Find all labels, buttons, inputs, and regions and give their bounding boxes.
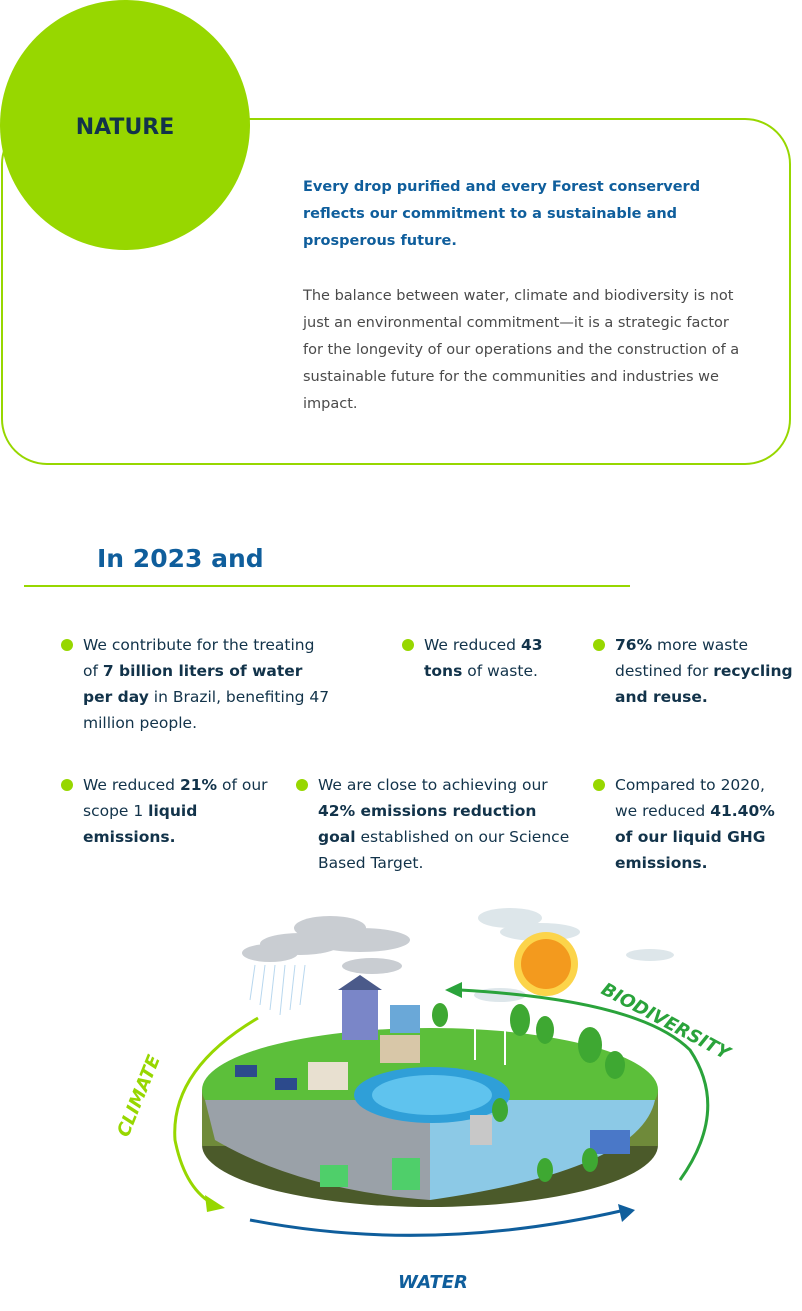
rain-icon xyxy=(249,964,306,1016)
section-title: In 2023 and xyxy=(97,544,264,573)
stat-highlight: liquid emissions. xyxy=(83,802,198,846)
bullet-dot-icon xyxy=(593,639,605,651)
bullet-dot-icon xyxy=(61,779,73,791)
solar-panel-icon xyxy=(235,1065,297,1090)
stat-text: more waste destined for xyxy=(615,636,748,680)
stat-text: of our scope 1 xyxy=(83,776,268,820)
water-label: WATER xyxy=(398,1272,468,1293)
stat-item: We are close to achieving our 42% emissi… xyxy=(296,772,576,876)
nature-lead-text: Every drop purified and every Forest con… xyxy=(303,179,701,249)
bullet-dot-icon xyxy=(593,779,605,791)
nature-badge: NATURE xyxy=(0,0,250,250)
nature-body-text: The balance between water, climate and b… xyxy=(303,288,740,412)
environment-cycle-illustration: CLIMATE BIODIVERSITY WATER xyxy=(113,908,735,1293)
bullet-dot-icon xyxy=(61,639,73,651)
stat-text: We reduced xyxy=(83,776,180,794)
stat-highlight: 76% xyxy=(615,636,653,654)
tree-icon xyxy=(432,1003,625,1182)
stat-highlight: 21% xyxy=(179,776,218,794)
cycle-arrows xyxy=(173,982,710,1237)
cloud-icon xyxy=(242,916,410,974)
stat-highlight: 43 tons xyxy=(424,636,543,680)
climate-label: CLIMATE xyxy=(113,1052,165,1140)
section-divider xyxy=(24,585,630,587)
wind-turbine-icon xyxy=(474,1015,506,1065)
buildings xyxy=(308,975,630,1190)
stat-highlight: 42% emissions reduction goal xyxy=(318,802,537,846)
stat-text: We are close to achieving our xyxy=(318,776,548,794)
stat-highlight: 7 billion liters of water per day xyxy=(83,662,303,706)
stat-item: We reduced 43 tons of waste. xyxy=(402,632,544,684)
nature-badge-label: NATURE xyxy=(75,114,175,140)
cloud-icon xyxy=(474,908,674,1002)
bullet-dot-icon xyxy=(402,639,414,651)
stat-text: We reduced xyxy=(424,636,521,654)
stat-highlight: 41.40% of our liquid GHG emissions. xyxy=(615,802,775,872)
stat-text: in Brazil, benefiting 47 million people. xyxy=(83,688,330,732)
stat-item: We contribute for the treating of 7 bill… xyxy=(61,632,333,736)
stat-item: 76% more waste destined for recycling an… xyxy=(593,632,800,710)
stat-text: We contribute for the treating of xyxy=(83,636,315,680)
stat-highlight: recycling and reuse. xyxy=(615,662,793,706)
sun-icon xyxy=(514,932,578,996)
stat-item: We reduced 21% of our scope 1 liquid emi… xyxy=(61,772,273,850)
stat-text: of waste. xyxy=(462,662,538,680)
stat-text: Compared to 2020, we reduced xyxy=(615,776,765,820)
stat-item: Compared to 2020, we reduced 41.40% of o… xyxy=(593,772,790,876)
stat-text: established on our Science Based Target. xyxy=(318,828,570,872)
bullet-dot-icon xyxy=(296,779,308,791)
